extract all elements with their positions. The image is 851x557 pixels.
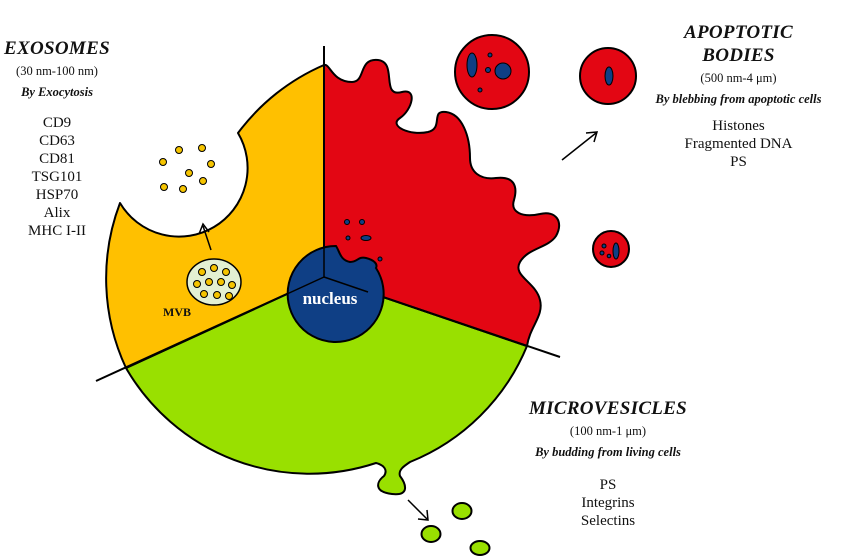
mvb-vesicle: [225, 292, 233, 300]
exosome: [199, 177, 207, 185]
marker-item: TSG101: [31, 168, 83, 185]
nucleus: [286, 244, 385, 343]
microvesicle: [469, 540, 491, 556]
microvesicles: [420, 502, 491, 556]
dna-fragments: [344, 219, 383, 262]
apoptotic-title-line1: APOPTOTIC: [684, 22, 793, 43]
apoptotic-body-medium: [579, 47, 637, 105]
partition-line: [323, 276, 369, 293]
apoptotic-body-large: [454, 34, 530, 110]
microvesicle: [451, 502, 473, 520]
marker-item: CD81: [39, 150, 75, 167]
microvesicle-region: [125, 276, 528, 496]
exosome: [207, 160, 215, 168]
mvb-vesicle: [198, 268, 206, 276]
exosomes-markers: CD9 CD63 CD81 TSG101 HSP70 Alix MHC I-II: [2, 114, 112, 240]
exosome: [159, 158, 167, 166]
apoptotic-bodies-info: APOPTOTIC BODIES (500 nm-4 μm) By blebbi…: [626, 22, 851, 171]
mvb-vesicle: [228, 281, 236, 289]
marker-item: HSP70: [35, 186, 79, 203]
marker-item: Histones: [712, 117, 765, 134]
mvb-vesicle: [213, 291, 221, 299]
microvesicles-info: MICROVESICLES (100 nm-1 μm) By budding f…: [503, 398, 713, 530]
exocytosis-arrow: [198, 222, 212, 251]
apoptotic-body-small: [592, 230, 630, 268]
exosome: [175, 146, 183, 154]
nucleus-label: nucleus: [303, 289, 358, 308]
marker-item: Fragmented DNA: [684, 135, 793, 152]
exosomes: [159, 144, 215, 193]
exosomes-title: EXOSOMES: [4, 38, 110, 59]
microvesicles-title: MICROVESICLES: [528, 398, 688, 419]
dna-fragment: [359, 219, 365, 225]
exosome-region: [105, 64, 325, 369]
exosomes-mechanism: By Exocytosis: [21, 84, 93, 99]
exosomes-size: (30 nm-100 nm): [16, 63, 98, 78]
mvb-label: MVB: [163, 305, 191, 319]
marker-item: PS: [730, 153, 747, 170]
dna-fragment: [377, 256, 383, 262]
exosome: [179, 185, 187, 193]
microvesicle: [420, 525, 442, 543]
mvb-vesicle: [205, 278, 213, 286]
marker-item: Alix: [43, 204, 71, 221]
apoptotic-size: (500 nm-4 μm): [700, 70, 777, 85]
marker-item: CD9: [42, 114, 72, 131]
microvesicles-size: (100 nm-1 μm): [569, 423, 647, 438]
microvesicles-mechanism: By budding from living cells: [535, 444, 681, 459]
exosomes-info: EXOSOMES (30 nm-100 nm) By Exocytosis CD…: [2, 38, 112, 240]
dna-fragment: [345, 235, 351, 241]
mvb-vesicle: [222, 268, 230, 276]
dna-fragment: [360, 235, 372, 241]
blebbing-arrow: [561, 131, 599, 161]
apoptotic-mechanism: By blebbing from apoptotic cells: [655, 91, 822, 106]
marker-item: MHC I-II: [28, 222, 86, 239]
exosome: [160, 183, 168, 191]
mvb-vesicles: [193, 264, 236, 300]
mvb-vesicle: [193, 280, 201, 288]
exosome: [198, 144, 206, 152]
budding-arrow: [407, 499, 429, 521]
mvb-vesicle: [217, 278, 225, 286]
marker-item: PS: [599, 476, 617, 493]
apoptotic-markers: Histones Fragmented DNA PS: [626, 117, 851, 171]
apoptotic-title-line2: BODIES: [702, 44, 775, 66]
microvesicles-markers: PS Integrins Selectins: [503, 476, 713, 530]
marker-item: CD63: [39, 132, 75, 149]
marker-item: Integrins: [581, 494, 635, 511]
mvb-vesicle: [200, 290, 208, 298]
dna-fragment: [344, 219, 350, 225]
partition-line: [95, 276, 325, 382]
mvb-vesicle: [210, 264, 218, 272]
marker-item: Selectins: [580, 512, 636, 529]
apoptotic-region: [323, 58, 561, 347]
exosome: [185, 169, 193, 177]
partition-line: [286, 276, 325, 295]
